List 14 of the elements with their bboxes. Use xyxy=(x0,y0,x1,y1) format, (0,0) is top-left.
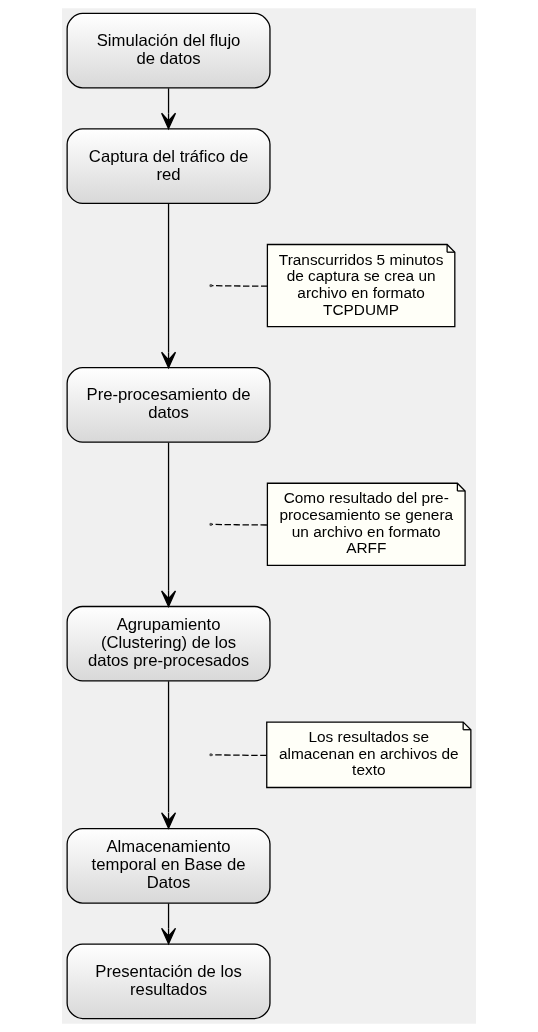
connector xyxy=(211,523,268,526)
arrow xyxy=(161,87,177,130)
arrow xyxy=(161,203,177,369)
node-box: Pre-procesamiento de datos xyxy=(66,367,271,443)
connector xyxy=(211,754,268,757)
node-box: Simulación del flujo de datos xyxy=(66,12,271,89)
node-box: Agrupamiento (Clustering) de los datos pre-procesados xyxy=(66,605,271,682)
node-box: Presentación de los resultados xyxy=(66,943,271,1020)
arrow xyxy=(161,902,177,945)
connector xyxy=(211,284,268,287)
node-box: Almacenamiento temporal en Base de Datos xyxy=(66,827,271,904)
arrow xyxy=(161,680,177,829)
node-box: Captura del tráfico de red xyxy=(66,128,271,205)
arrow xyxy=(161,442,177,608)
